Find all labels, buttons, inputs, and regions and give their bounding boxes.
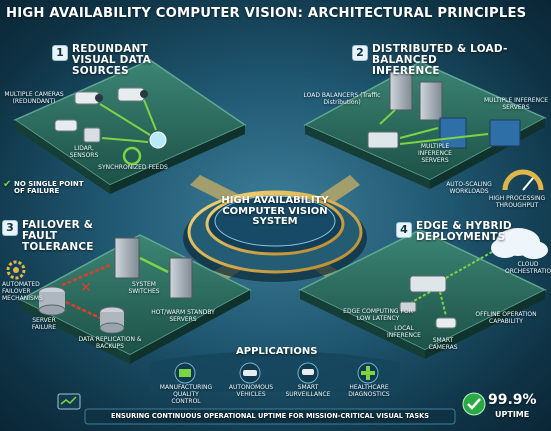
- app-surveillance-label: SMART SURVEILLANCE: [285, 384, 331, 398]
- footer-banner: [84, 408, 456, 425]
- applications-ribbon: [150, 351, 400, 392]
- app-manufacturing-label: MANUFACTURING QUALITY CONTROL: [159, 384, 213, 405]
- q2-servers-mid-label: MULTIPLE INFERENCE SERVERS: [418, 143, 452, 164]
- applications-heading: APPLICATIONS: [236, 346, 318, 357]
- load-balancer-icon: [367, 131, 399, 149]
- cloud-icon: [491, 228, 548, 259]
- q2-autoscale-label: AUTO-SCALING WORKLOADS: [446, 181, 492, 195]
- q1-sync-label: SYNCHRONIZED FEEDS: [98, 164, 168, 171]
- q3-switches-label: SYSTEM SWITCHES: [128, 281, 160, 295]
- database-icon: [38, 286, 66, 316]
- uptime-value: 99.9%: [488, 392, 537, 408]
- failure-x-icon: ✕: [80, 280, 92, 296]
- q4-cloud-label: CLOUD ORCHESTRATION: [505, 261, 551, 275]
- q2-lb-label: LOAD BALANCERS (Traffic Distribution): [303, 92, 381, 106]
- q2-arrows: [379, 109, 489, 145]
- q3-failure-label: SERVER FAILURE: [31, 317, 57, 331]
- q1-number-badge: 1: [52, 45, 68, 61]
- q1-heading: REDUNDANT VISUAL DATA SOURCES: [72, 43, 151, 78]
- q2-number-badge: 2: [352, 45, 368, 61]
- app-healthcare-label: HEALTHCARE DIAGNOSTICS: [348, 384, 390, 398]
- sync-hub-icon: [149, 131, 167, 149]
- app-autonomous-label: AUTONOMOUS VEHICLES: [228, 384, 274, 398]
- q3-replication-label: DATA REPLICATION & BACKUPS: [78, 336, 142, 350]
- q1-arrows: [99, 99, 157, 143]
- router-icon: [399, 301, 417, 313]
- failover-arrows: [139, 256, 169, 274]
- q1-spof-label: NO SINGLE POINT OF FAILURE: [14, 180, 84, 196]
- smart-camera-icon: [435, 317, 457, 329]
- q2-throughput-label: HIGH PROCESSING THROUGHPUT: [488, 195, 546, 209]
- lidar-sensor-icon: [83, 127, 101, 143]
- q2-servers-top-label: MULTIPLE INFERENCE SERVERS: [483, 97, 549, 111]
- uptime-label: UPTIME: [495, 410, 530, 419]
- q4-arrows: [411, 251, 493, 317]
- q3-automated-label: AUTOMATED FAILOVER MECHANISMS: [2, 281, 43, 302]
- server-stack-icons: [389, 71, 521, 149]
- standby-server-icons: [114, 237, 193, 299]
- camera-icons: [54, 87, 148, 132]
- q3-number-badge: 3: [2, 220, 18, 236]
- q4-edge-label: EDGE COMPUTING FOR LOW LATENCY: [343, 308, 413, 322]
- center-hub-label: HIGH AVAILABILITY COMPUTER VISION SYSTEM: [221, 195, 329, 227]
- no-spof-check-icon: ✔: [3, 179, 12, 190]
- q4-heading: EDGE & HYBRID DEPLOYMENTS: [416, 220, 512, 244]
- gear-icon: [6, 260, 26, 280]
- q1-lidar-label: LIDAR, SENSORS: [69, 145, 99, 159]
- footer-text: ENSURING CONTINUOUS OPERATIONAL UPTIME F…: [111, 412, 429, 420]
- q1-cameras-label: MULTIPLE CAMERAS (REDUNDANT): [4, 91, 64, 105]
- q4-smart-label: SMART CAMERAS: [428, 337, 458, 351]
- backup-disk-icon: [99, 306, 125, 334]
- q3-hotwarm-label: HOT/WARM STANDBY SERVERS: [151, 309, 215, 323]
- q3-heading: FAILOVER & FAULT TOLERANCE: [22, 219, 94, 254]
- application-icon-row: [174, 362, 379, 384]
- throughput-gauge-icon: [502, 169, 544, 191]
- q2-heading: DISTRIBUTED & LOAD-BALANCED INFERENCE: [372, 43, 508, 78]
- failure-arrows: [61, 263, 111, 320]
- central-hub: [183, 190, 367, 282]
- page-title: HIGH AVAILABILITY COMPUTER VISION: ARCHI…: [6, 6, 527, 21]
- monitor-icon: [57, 393, 81, 410]
- q4-number-badge: 4: [396, 222, 412, 238]
- edge-device-icon: [409, 275, 447, 293]
- q4-offline-label: OFFLINE OPERATION CAPABILITY: [475, 311, 537, 325]
- sync-refresh-icon: [122, 146, 142, 166]
- q4-local-label: LOCAL INFERENCE: [387, 325, 421, 339]
